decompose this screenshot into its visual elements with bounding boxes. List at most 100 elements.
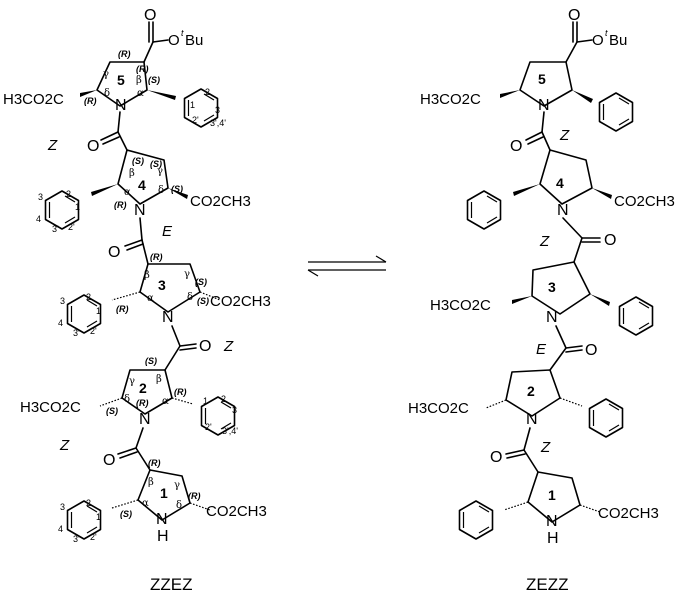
left-ring-1: 1 (R) (S) (R) β γ α δ N H CO2CH3 3 2 1 4… bbox=[58, 458, 267, 545]
left-amide43-ez: E bbox=[162, 223, 173, 240]
right-h1: H bbox=[547, 530, 559, 547]
equilibrium-arrow-icon bbox=[307, 255, 387, 277]
left-ester5: H3CO2C bbox=[3, 91, 64, 108]
right-structure-zezz: O O t Bu 5 N H3CO2C Z O 4 N CO2CH3 Z O bbox=[408, 7, 675, 594]
left-tbu-ester: O O t Bu bbox=[143, 7, 203, 63]
right-ring2-number: 2 bbox=[527, 383, 535, 399]
right-ring1-number: 1 bbox=[548, 487, 556, 503]
left-ester1: CO2CH3 bbox=[206, 503, 267, 520]
right-ester3: H3CO2C bbox=[430, 297, 491, 314]
right-n1: N bbox=[546, 513, 558, 530]
right-n5: N bbox=[538, 97, 550, 114]
left-ring3-gamma: γ bbox=[184, 269, 190, 280]
left-ring3-cfg-d: (S) bbox=[197, 296, 209, 306]
left-ring5-cfg-tl: (R) bbox=[118, 49, 131, 59]
right-ester1: CO2CH3 bbox=[598, 505, 659, 522]
left-ph3-loc2: 2 bbox=[86, 292, 91, 302]
left-ester2: H3CO2C bbox=[20, 399, 81, 416]
right-amide43-o: O bbox=[604, 232, 616, 249]
left-amide-32: O bbox=[164, 338, 211, 371]
left-ph1-loc3p: 3' bbox=[73, 534, 80, 544]
left-ph3-loc4: 4 bbox=[58, 318, 63, 328]
left-ph2-loc2p: 2' bbox=[205, 422, 212, 432]
right-ring5-number: 5 bbox=[538, 71, 546, 87]
left-ring-2: 2 (S) (R) (S) (R) γ β δ α N H3CO2C 1 2 3… bbox=[20, 356, 238, 449]
left-ring5-beta: β bbox=[136, 75, 142, 86]
left-ester3: CO2CH3 bbox=[210, 293, 271, 310]
left-ring1-beta: β bbox=[148, 477, 154, 488]
left-ring3-beta: β bbox=[144, 270, 150, 281]
left-ring4-cfg-b: (S) bbox=[150, 159, 162, 169]
left-amide21-o: O bbox=[103, 452, 115, 469]
left-n4: N bbox=[134, 202, 146, 219]
left-ring1-cfg-b: (S) bbox=[120, 509, 132, 519]
right-n3: N bbox=[546, 309, 558, 326]
left-amide32-ez: Z bbox=[223, 338, 234, 355]
left-ring1-alpha: α bbox=[142, 498, 149, 509]
left-ring5-cfg-tr: (R) bbox=[136, 64, 149, 74]
left-ring2-delta: δ bbox=[124, 394, 130, 405]
left-ph3-loc3: 3 bbox=[60, 296, 65, 306]
right-amide32-ez: E bbox=[536, 341, 547, 358]
left-ester-o: O bbox=[168, 32, 180, 49]
right-amide21-ez: Z bbox=[540, 439, 551, 456]
left-ring5-cfg-br: (S) bbox=[148, 75, 160, 85]
left-ph1-loc1: 1 bbox=[96, 512, 101, 522]
left-ester4: CO2CH3 bbox=[190, 193, 251, 210]
right-amide54-ez: Z bbox=[559, 127, 570, 144]
left-ring4-number: 4 bbox=[138, 177, 146, 193]
left-ring4-gamma: γ bbox=[157, 166, 163, 177]
left-ring2-alpha: α bbox=[162, 396, 169, 407]
right-amide32-o: O bbox=[585, 342, 597, 359]
left-ring4-beta: β bbox=[129, 168, 135, 179]
right-caption: ZEZZ bbox=[526, 575, 569, 594]
left-h1: H bbox=[157, 528, 169, 545]
right-ring4-number: 4 bbox=[556, 175, 564, 191]
left-n5: N bbox=[115, 97, 127, 114]
left-ester-t-superscript: t bbox=[181, 28, 184, 38]
left-ph4-loc2: 2 bbox=[66, 189, 71, 199]
left-n1: N bbox=[156, 511, 168, 528]
left-ring1-gamma: γ bbox=[174, 480, 180, 491]
left-ring-3: 3 (R) (S) (R) (S) β γ α δ N CO2CH3 3 2 1… bbox=[58, 252, 271, 347]
right-ring3-number: 3 bbox=[548, 279, 556, 295]
left-ph3-loc3p: 3' bbox=[73, 328, 80, 338]
left-ring2-cfg-c: (S) bbox=[106, 406, 118, 416]
left-amide-43: O bbox=[108, 239, 149, 265]
left-ph5-loc3p: 3',4' bbox=[210, 118, 226, 128]
left-ring2-cfg-b: (R) bbox=[174, 387, 187, 397]
left-ph1-loc2: 2 bbox=[86, 498, 91, 508]
left-ring3-cfg-b: (S) bbox=[195, 277, 207, 287]
left-ring3-number: 3 bbox=[158, 277, 166, 293]
left-amide54-ez: Z bbox=[47, 137, 58, 154]
right-ester-bu: Bu bbox=[609, 32, 627, 49]
right-ester5: H3CO2C bbox=[420, 91, 481, 108]
left-structure-zzez: O O t Bu 5 (R) (R) (R) (S) γ β δ α N H3C… bbox=[3, 7, 271, 594]
left-ph1-loc3: 3 bbox=[60, 502, 65, 512]
left-ph5-loc2p: 2' bbox=[192, 115, 199, 125]
left-ring4-cfg-c: (R) bbox=[114, 200, 127, 210]
left-ph4-loc4: 4 bbox=[36, 214, 41, 224]
left-ring3-cfg-a: (R) bbox=[150, 252, 163, 262]
left-ring1-cfg-c: (R) bbox=[188, 491, 201, 501]
left-ring5-delta: δ bbox=[104, 88, 110, 99]
left-ph1-loc2p: 2' bbox=[90, 532, 97, 542]
left-amide32-o: O bbox=[199, 338, 211, 355]
left-ring4-delta: δ bbox=[158, 185, 164, 196]
left-n2: N bbox=[139, 411, 151, 428]
right-amide43-ez: Z bbox=[539, 233, 550, 250]
left-amide-21: O bbox=[103, 447, 151, 471]
left-amide43-o: O bbox=[108, 244, 120, 261]
right-amide21-o: O bbox=[490, 449, 502, 466]
right-n4: N bbox=[557, 202, 569, 219]
right-amide54-o: O bbox=[510, 138, 522, 155]
right-ester-t-superscript: t bbox=[605, 28, 608, 38]
right-ester2: H3CO2C bbox=[408, 400, 469, 417]
left-ring2-beta: β bbox=[156, 374, 162, 385]
left-ph2-loc2: 2 bbox=[221, 394, 226, 404]
left-ph5-loc3: 3 bbox=[215, 105, 220, 115]
left-ph4-loc1: 1 bbox=[75, 202, 80, 212]
left-ring2-number: 2 bbox=[139, 380, 147, 396]
left-ring-4: 4 (S) (S) (R) (S) β γ α δ N CO2CH3 3 2 1… bbox=[36, 149, 251, 241]
